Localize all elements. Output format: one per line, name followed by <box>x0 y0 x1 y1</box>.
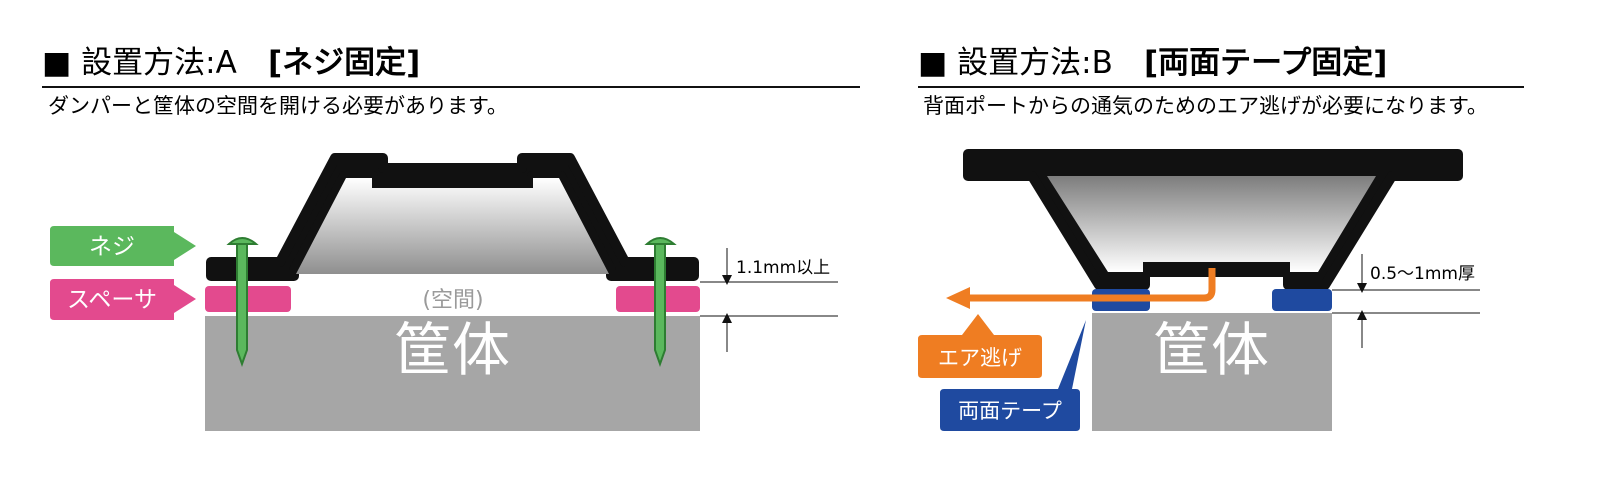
screw-left <box>226 237 259 367</box>
panel-a-title-bold: [ネジ固定] <box>268 45 420 81</box>
air-label: エア逃げ <box>938 346 1022 370</box>
dimension-a: 1.1mm以上 <box>700 248 838 352</box>
spacer-label: スペーサ <box>67 287 157 313</box>
screw-label-tag: ネジ <box>50 226 196 266</box>
screw-right <box>644 237 677 367</box>
tape-label-tag: 両面テープ <box>940 320 1086 431</box>
housing-a-label: 筐体 <box>394 316 510 384</box>
spacer-label-tag: スペーサ <box>50 279 196 320</box>
speaker-b-cone <box>1047 176 1376 272</box>
air-path <box>968 268 1216 302</box>
panel-b: ■ 設置方法:B [両面テープ固定] 背面ポートからの通気のためのエア逃げが必要… <box>918 45 1524 431</box>
screw-label: ネジ <box>89 234 135 260</box>
panel-b-description: 背面ポートからの通気のためのエア逃げが必要になります。 <box>923 94 1488 118</box>
panel-a-title-prefix: ■ 設置方法:A <box>42 45 237 81</box>
housing-b-label: 筐体 <box>1153 316 1269 384</box>
dimension-b-label: 0.5〜1mm厚 <box>1370 264 1475 284</box>
speaker-a-cone <box>296 178 609 274</box>
dimension-b: 0.5〜1mm厚 <box>1332 254 1480 348</box>
panel-b-title-bold: [両面テープ固定] <box>1144 45 1387 81</box>
tape-label: 両面テープ <box>958 399 1062 423</box>
panel-b-title-prefix: ■ 設置方法:B <box>918 45 1113 81</box>
air-arrowhead <box>946 287 970 309</box>
dimension-a-label: 1.1mm以上 <box>736 258 830 278</box>
gap-label: (空間) <box>422 288 483 313</box>
housing-a <box>205 316 700 431</box>
panel-a: ■ 設置方法:A [ネジ固定] ダンパーと筐体の空間を開ける必要があります。 筐… <box>42 45 860 431</box>
housing-b <box>1092 313 1332 431</box>
air-label-tag: エア逃げ <box>918 314 1042 378</box>
speaker-a-frame <box>206 153 699 281</box>
tape-right <box>1272 289 1332 311</box>
panel-a-description: ダンパーと筐体の空間を開ける必要があります。 <box>48 94 508 118</box>
